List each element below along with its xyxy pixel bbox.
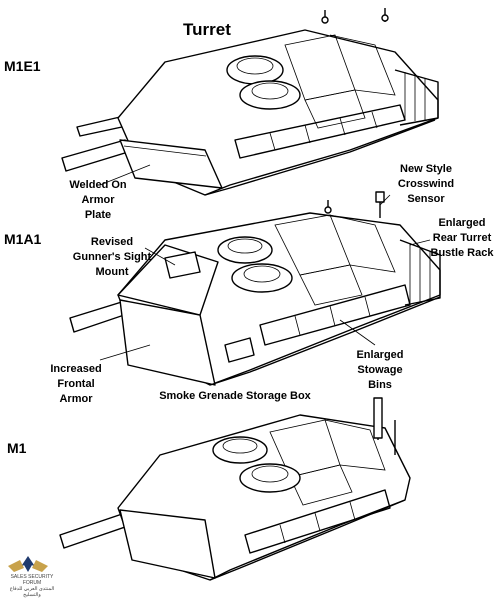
label-frontal-armor: Increased Frontal Armor (50, 363, 102, 405)
diagram-title: Turret (183, 20, 231, 39)
label-crosswind-sensor: New Style Crosswind Sensor (397, 163, 455, 205)
label-gunners-sight-mount: Revised Gunner's Sight Mount (72, 236, 152, 278)
logo-line-2: المنتدى العربي للدفاع والتسليح (9, 586, 55, 598)
leader-lines (99, 164, 431, 361)
m1-turret (59, 397, 411, 581)
label-stowage-bins: Enlarged Stowage Bins (356, 349, 404, 391)
variant-label-m1: M1 (7, 440, 27, 456)
variant-label-m1a1: M1A1 (4, 231, 42, 247)
forum-logo-text: SALES SECURITY FORUM المنتدى العربي للدف… (2, 574, 62, 598)
label-bustle-rack: Enlarged Rear Turret Bustle Rack (430, 217, 494, 259)
variant-label-m1e1: M1E1 (4, 58, 41, 74)
logo-line-1: SALES SECURITY FORUM (10, 574, 54, 586)
label-welded-armor-plate: Welded On Armor Plate (69, 179, 127, 221)
label-smoke-grenade-box: Smoke Grenade Storage Box (159, 390, 311, 402)
forum-logo (8, 556, 48, 572)
m1e1-turret (61, 8, 439, 196)
m1a1-turret (69, 191, 441, 386)
